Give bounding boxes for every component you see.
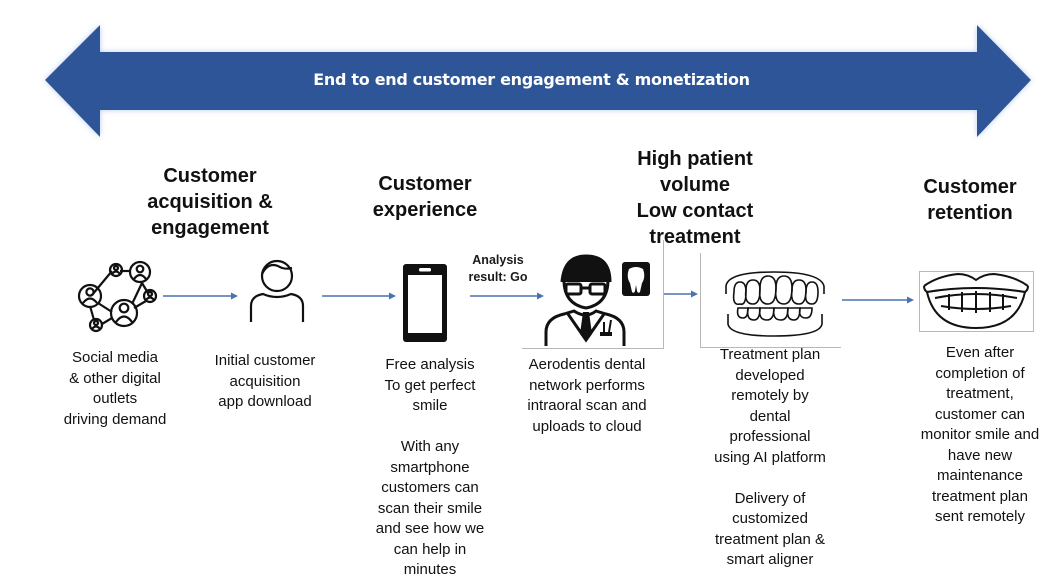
analysis-result-label: Analysis result: Go <box>468 253 528 284</box>
user-icon <box>249 259 305 322</box>
step-desc-free-analysis: Free analysis To get perfect smile With … <box>375 356 485 578</box>
step-desc-intraoral-scan: Aerodentis dental network performs intra… <box>527 356 647 435</box>
double-arrow-banner <box>45 25 1031 137</box>
teeth-frame <box>700 253 841 348</box>
stage-title-acquisition: Customer acquisition & engagement <box>147 165 273 239</box>
step-desc-social-media: Social media & other digital outlets dri… <box>63 349 167 428</box>
smile-icon <box>923 272 1029 330</box>
stage-title-treatment: High patient volume Low contact treatmen… <box>636 148 754 248</box>
step-desc-treatment-plan: Treatment plan developed remotely by den… <box>714 346 826 568</box>
teeth-icon <box>725 271 825 337</box>
social-network-icon <box>77 260 158 333</box>
step-desc-retention: Even after completion of treatment, cust… <box>920 344 1040 525</box>
arrow-teeth-to-smile <box>842 296 914 304</box>
step-desc-app-download: Initial customer acquisition app downloa… <box>214 352 316 410</box>
stage-title-experience: Customer experience <box>372 173 478 221</box>
arrow-dentist-to-teeth <box>664 290 698 298</box>
arrow-user-to-phone <box>322 292 396 300</box>
banner-label: End to end customer engagement & monetiz… <box>313 70 750 89</box>
arrow-social-to-user <box>163 292 238 300</box>
smile-frame <box>919 271 1034 332</box>
dentist-icon <box>544 254 650 346</box>
stage-title-retention: Customer retention <box>923 176 1017 224</box>
double-arrow-shape <box>45 25 1031 137</box>
smartphone-icon <box>403 264 447 342</box>
arrow-phone-to-dentist <box>470 292 544 300</box>
dentist-frame <box>522 240 664 349</box>
